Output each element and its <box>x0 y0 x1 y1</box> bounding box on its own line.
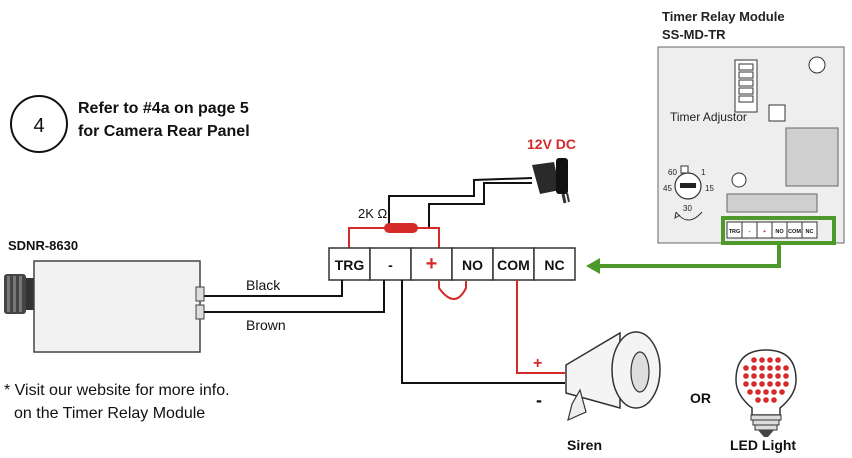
adjustor-block <box>768 104 786 122</box>
camera <box>4 260 205 353</box>
led-dot <box>775 373 781 379</box>
terminal-label: COM <box>497 257 530 273</box>
brown-wire-label: Brown <box>246 317 286 333</box>
timer-dial: 60 1 45 15 30 <box>663 165 714 221</box>
footnote-line1: * Visit our website for more info. <box>4 382 230 399</box>
led-dot <box>775 381 781 387</box>
led-dot <box>759 357 765 363</box>
power-wire-negative <box>388 177 533 228</box>
jumper-plus-no <box>438 281 467 300</box>
siren <box>565 331 661 422</box>
terminal-cell <box>369 247 412 281</box>
led-dot <box>779 389 785 395</box>
led-dot <box>767 373 773 379</box>
led-dot <box>751 373 757 379</box>
footnote-line2: on the Timer Relay Module <box>14 405 205 422</box>
led-dot <box>763 397 769 403</box>
led-dot <box>767 365 773 371</box>
terminal-label: + <box>426 253 438 275</box>
relay-block <box>785 127 839 187</box>
terminal-label: NO <box>462 257 483 273</box>
step-text-line2: for Camera Rear Panel <box>78 123 250 140</box>
terminal-cell <box>533 247 576 281</box>
led-dot <box>743 373 749 379</box>
module-terminal-label: - <box>749 229 751 235</box>
terminal-label: - <box>388 257 393 273</box>
black-wire-label: Black <box>246 277 281 293</box>
or-label: OR <box>690 390 711 406</box>
siren-wire-negative <box>401 280 565 384</box>
power-label: 12V DC <box>527 136 576 152</box>
power-wire-positive <box>428 182 532 228</box>
siren-minus: - <box>536 390 542 410</box>
led-dot <box>751 381 757 387</box>
green-connection-arrow <box>598 243 781 268</box>
siren-label: Siren <box>567 437 602 453</box>
module-hole-top <box>808 56 826 74</box>
led-dot <box>759 381 765 387</box>
dial-label-30: 30 <box>683 204 692 213</box>
led-dot <box>771 389 777 395</box>
module-terminal-label: TRG <box>729 229 741 235</box>
terminal-cell <box>451 247 494 281</box>
led-dot <box>775 365 781 371</box>
step-number: 4 <box>33 115 44 137</box>
terminal-label: TRG <box>335 257 365 273</box>
module-terminal-label: NO <box>775 229 784 235</box>
led-dot <box>783 365 789 371</box>
led-dot <box>771 397 777 403</box>
led-dot <box>783 373 789 379</box>
led-label: LED Light <box>730 437 796 453</box>
adjustor-label: Timer Adjustor <box>670 110 747 124</box>
led-dot <box>751 357 757 363</box>
led-dot <box>767 357 773 363</box>
dial-label-15: 15 <box>705 184 714 193</box>
led-dot <box>747 389 753 395</box>
led-dot <box>755 389 761 395</box>
led-dot <box>783 381 789 387</box>
step-text-line1: Refer to #4a on page 5 <box>78 100 249 117</box>
siren-wire-positive <box>516 280 565 374</box>
led-dot <box>755 397 761 403</box>
brown-wire <box>204 280 385 313</box>
module-terminal-label: NC <box>806 229 814 235</box>
dial-label-45: 45 <box>663 184 672 193</box>
led-light-bulb <box>735 349 797 437</box>
led-dot <box>767 381 773 387</box>
dial-label-1: 1 <box>701 168 706 177</box>
led-dot <box>743 381 749 387</box>
module-connector <box>726 193 818 213</box>
black-wire <box>204 280 343 297</box>
green-arrow-head <box>586 258 600 274</box>
led-dot <box>759 365 765 371</box>
module-terminal-label: COM <box>788 229 801 235</box>
terminal-label: NC <box>544 257 564 273</box>
terminal-block: TRG - + NO COM NC <box>328 247 576 281</box>
camera-model: SDNR-8630 <box>8 238 78 253</box>
led-dot <box>759 373 765 379</box>
siren-plus: + <box>533 355 542 372</box>
led-dot <box>743 365 749 371</box>
dial-label-60: 60 <box>668 168 677 177</box>
step-number-circle <box>10 95 68 153</box>
led-dot <box>751 365 757 371</box>
resistor-lead-plus <box>416 227 440 248</box>
led-dot <box>763 389 769 395</box>
timer-relay-module: Timer Adjustor 60 1 45 15 30 TRG - + NO COM N… <box>657 46 845 245</box>
module-terminal-cell <box>801 221 818 239</box>
resistor-label: 2K Ω <box>358 206 388 221</box>
resistor <box>384 223 418 233</box>
module-model: SS-MD-TR <box>662 27 726 42</box>
module-terminal-label: + <box>763 229 766 235</box>
led-dot <box>775 357 781 363</box>
power-adapter <box>532 158 570 204</box>
module-hole-mid <box>731 172 747 188</box>
terminal-cell <box>410 247 453 281</box>
module-title: Timer Relay Module <box>662 9 785 24</box>
resistor-lead-trg <box>348 227 386 248</box>
